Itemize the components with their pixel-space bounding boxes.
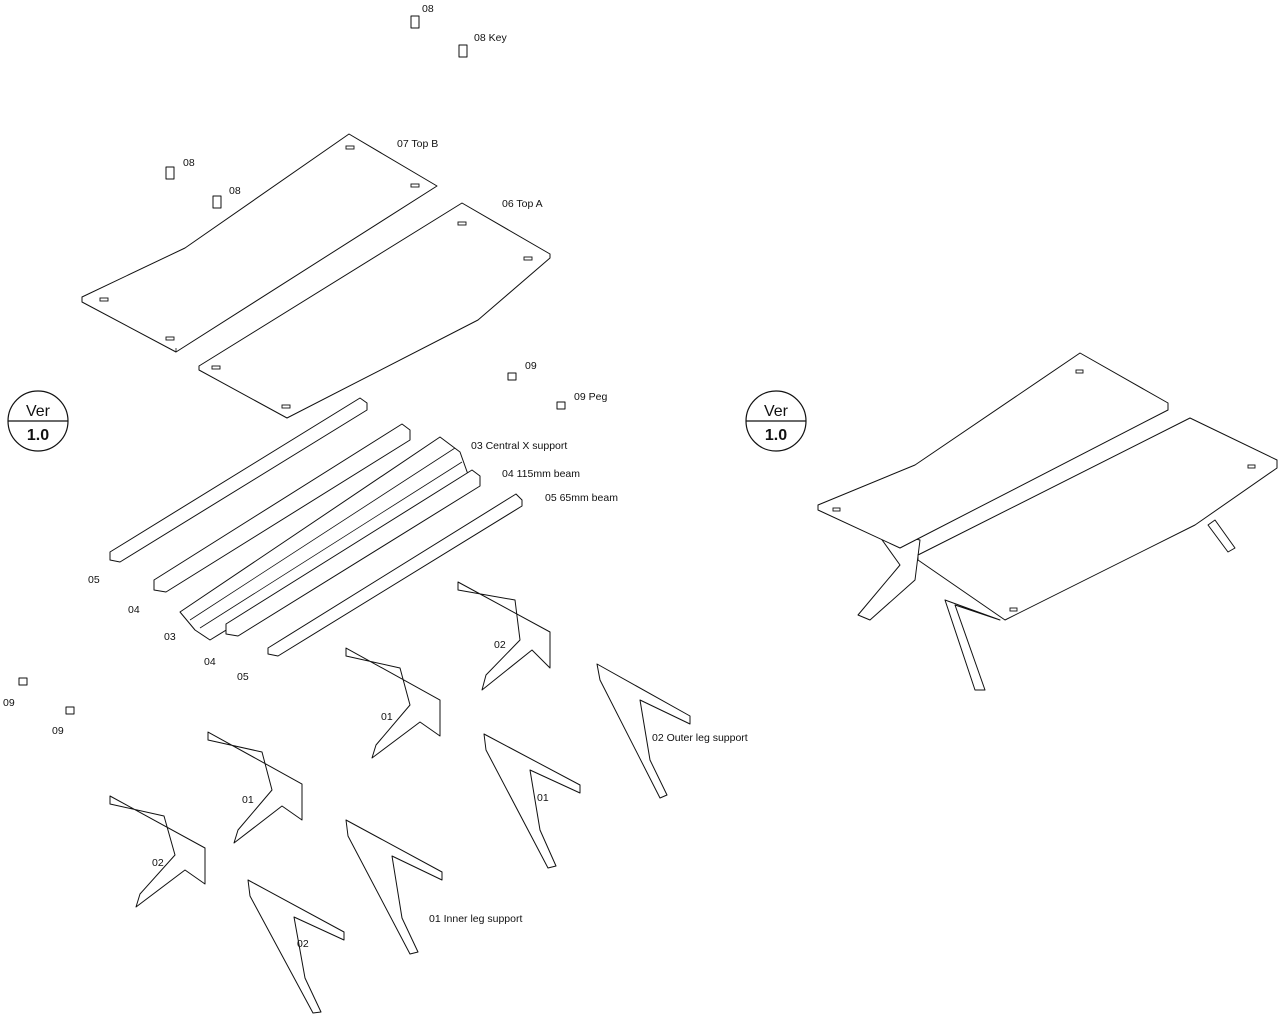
label: 08 Key — [474, 32, 507, 44]
label: 06 Top A — [502, 198, 543, 210]
label: 08 — [422, 3, 434, 15]
label: 03 Central X support — [471, 440, 567, 452]
badge-version: 1.0 — [27, 427, 49, 444]
label: 05 — [88, 574, 100, 586]
label: 08 — [183, 157, 195, 169]
badge-top: Ver — [26, 403, 51, 420]
beam-04-b — [225, 469, 481, 637]
label: 05 — [237, 671, 249, 683]
top-a-panel — [198, 202, 551, 419]
leg-supports — [109, 581, 691, 1014]
label: 04 115mm beam — [502, 468, 580, 480]
label: 05 65mm beam — [545, 492, 618, 504]
label: 01 — [242, 794, 254, 806]
label: 07 Top B — [397, 138, 438, 150]
label: 09 — [525, 360, 537, 372]
peg-part-09 — [18, 372, 566, 715]
label: 09 Peg — [574, 391, 607, 403]
label: 03 — [164, 631, 176, 643]
label: 01 Inner leg support — [429, 913, 522, 925]
assembled-table — [817, 352, 1278, 691]
label: 02 — [152, 857, 164, 869]
label: 01 — [381, 711, 393, 723]
part-labels: 08 08 Key 07 Top B 08 08 06 Top A 09 09 … — [3, 3, 748, 950]
label: 04 — [204, 656, 216, 668]
label: 09 — [52, 725, 64, 737]
label: 09 — [3, 697, 15, 709]
label: 01 — [537, 792, 549, 804]
label: 02 — [494, 639, 506, 651]
badge-version: 1.0 — [765, 427, 787, 444]
version-badge: Ver 1.0 — [7, 390, 69, 452]
label: 02 — [297, 938, 309, 950]
beam-04-a — [153, 423, 411, 593]
beam-05-b — [267, 493, 523, 657]
label: 08 — [229, 185, 241, 197]
label: 02 Outer leg support — [652, 732, 748, 744]
version-badge-assembled: Ver 1.0 — [745, 390, 807, 452]
badge-top: Ver — [764, 403, 789, 420]
beam-05-a — [109, 397, 368, 563]
top-b-panel — [81, 133, 438, 353]
label: 04 — [128, 604, 140, 616]
key-part-08 — [165, 15, 468, 209]
